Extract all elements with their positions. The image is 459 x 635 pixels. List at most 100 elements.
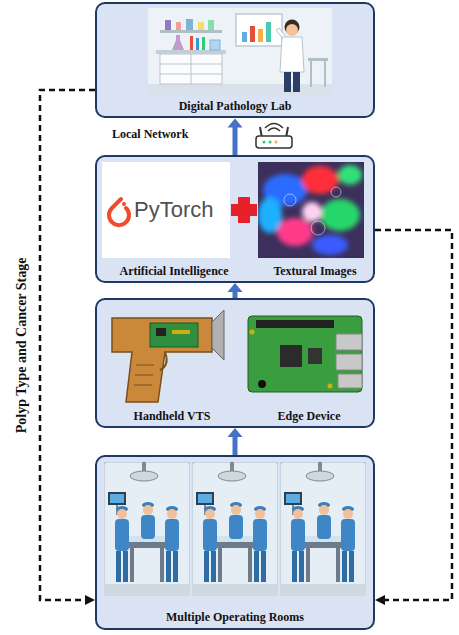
bottle [198,22,204,30]
test-tube [202,37,205,50]
router-led [263,141,266,144]
pytorch-logo [102,162,230,258]
bottle [165,20,171,30]
logo-dot [122,202,126,206]
operating-rooms-illustration [104,462,366,596]
connector [375,230,452,605]
lab-floor [148,84,332,96]
texture-blobs [258,165,362,255]
drawer-line [160,54,222,84]
lab-coat [280,37,304,72]
lab-wall [148,8,332,96]
connector-line [233,126,238,155]
test-tube [196,38,199,50]
desk [308,58,328,61]
logo-flame [109,199,129,225]
chart-bar [250,26,255,42]
connector [228,118,243,155]
router-led [269,141,272,144]
operating-room [192,462,278,596]
person-leg [284,72,291,92]
vts-header [172,330,190,334]
connector-line [233,436,238,455]
process-box: Digital Pathology Lab [95,2,375,118]
mount-hole [328,384,333,389]
connector-line [375,230,452,600]
desk-leg [324,61,326,87]
process-box: Multiple Operating Rooms [95,455,375,630]
box-label: Digital Pathology Lab [107,99,363,113]
test-tube [190,36,193,50]
box-fills [96,3,374,629]
chart-bar [242,32,247,42]
pcb [248,316,362,392]
wifi-wave [265,124,283,132]
arrow-head [228,283,243,292]
cpu [280,345,302,367]
logo-panel [102,162,230,258]
box-fill [96,456,374,629]
wall-shelf [160,30,222,33]
vts-nozzle [212,310,224,360]
texture-cell [331,187,341,197]
texture-blob [302,202,322,222]
connector-line [40,90,95,600]
arrow-head [85,595,95,605]
arrow-head [375,595,385,605]
logo-text: PyTorch [134,197,213,223]
connector-line [233,291,238,298]
ethernet-port [338,374,362,388]
box-fill [96,299,374,427]
box-label: Edge Device [245,409,373,423]
handheld-vts-illustration [112,310,224,402]
router-icon [256,124,292,149]
cabinet [160,54,222,84]
lab-illustration [148,8,332,96]
vts-body [112,318,212,402]
operating-room [280,462,366,596]
person-head [286,24,298,36]
ram [308,348,322,364]
bottle [186,19,193,30]
plus-bar [231,204,257,216]
texture-blob [302,166,338,194]
texture-blob [312,235,348,255]
texture-blob [320,199,360,231]
bottle [208,20,214,30]
operating-room [104,462,190,596]
texture-blob [277,218,313,246]
texture-blob [258,197,282,233]
usb-port [336,354,362,370]
edge-device-illustration [248,316,362,392]
wall-board [236,14,282,46]
counter [156,50,226,54]
box-label: Artificial Intelligence [99,264,249,278]
edge-label: Local Network [112,127,188,141]
texture-cell [284,194,296,206]
vts-trigger [160,352,167,370]
texture-ground [258,162,364,258]
router-led [275,141,278,144]
arrow-head [228,428,243,437]
box-label: Handheld VTS [99,409,245,423]
box-label: Textural Images [257,264,373,278]
bottle [176,22,181,30]
chart-bar [266,22,271,42]
box-fill [96,3,374,117]
arrow-head [228,118,243,127]
process-box: Handheld VTSEdge Device [95,298,375,428]
flask [172,35,184,50]
mount-hole [250,330,255,335]
grip-lines [134,365,154,385]
desk-leg [310,61,312,87]
chart-bar [258,29,263,42]
connector [40,90,95,605]
gpio-header [256,320,334,328]
beaker [210,40,220,50]
texture-blob [338,165,362,185]
router-body [256,136,292,148]
edge-label: Polyp Type and Cancer Stage [14,257,31,433]
